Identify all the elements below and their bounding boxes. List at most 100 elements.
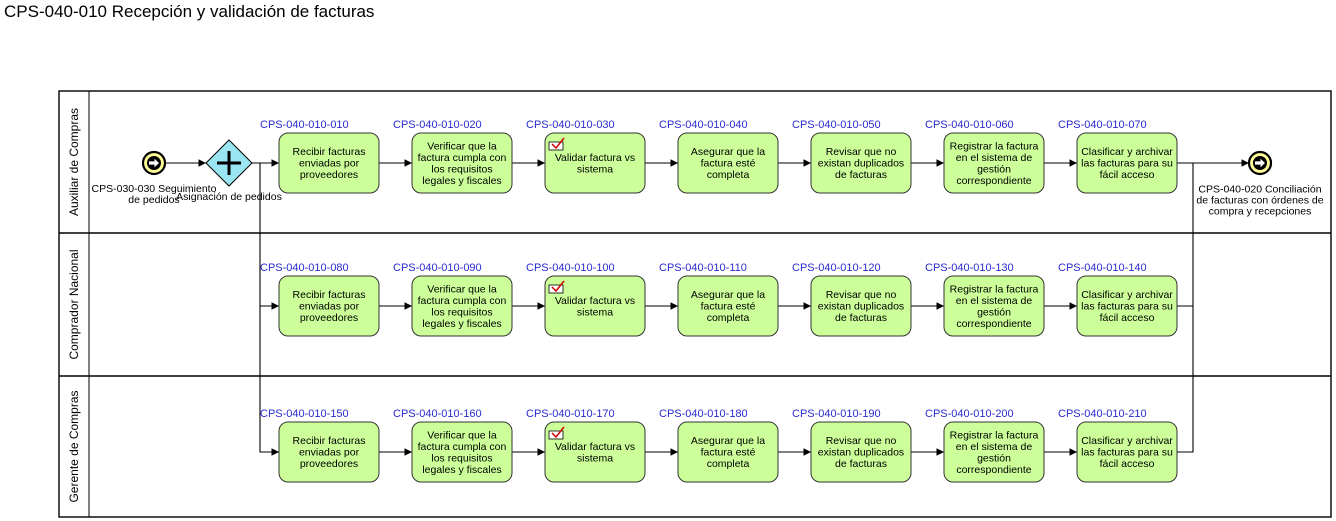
task-name-line: Recibir facturas <box>293 435 366 447</box>
checklist-icon <box>548 426 565 440</box>
sequence-flow <box>1177 163 1194 307</box>
end-event-label-line: CPS-040-020 Conciliación <box>1198 184 1321 196</box>
task-name-line: de facturas <box>835 458 887 470</box>
task-box <box>810 275 912 337</box>
task-id: CPS-040-010-200 <box>925 408 1014 420</box>
task-name-line: en el sistema de <box>956 441 1033 453</box>
task-name-line: existan duplicados <box>818 158 904 170</box>
check-mark <box>551 280 565 293</box>
task-box <box>677 132 779 194</box>
task-name-line: gestión <box>977 163 1011 175</box>
lane-label: Comprador Nacional <box>67 249 81 359</box>
task-name-line: Revisar que no <box>826 146 897 158</box>
task-box <box>1076 275 1178 337</box>
task-name-line: existan duplicados <box>818 301 904 313</box>
task-name-line: fácil acceso <box>1100 169 1155 181</box>
checklist-icon <box>548 137 565 151</box>
task-box <box>278 132 380 194</box>
task-name-line: Validar factura vs <box>555 441 635 453</box>
task-name-line: las facturas para su <box>1081 158 1173 170</box>
gateway-label: Asignación de pedidos <box>176 191 282 203</box>
task-box <box>1076 132 1178 194</box>
task-id: CPS-040-010-110 <box>659 262 747 274</box>
task-name-line: Validar factura vs <box>555 295 635 307</box>
page-title: CPS-040-010 Recepción y validación de fa… <box>4 2 375 21</box>
task-name-line: gestión <box>977 452 1011 464</box>
task-id: CPS-040-010-210 <box>1058 408 1147 420</box>
task-name-line: Asegurar que la <box>691 435 765 447</box>
plus-icon <box>217 151 241 175</box>
task-id: CPS-040-010-120 <box>792 262 881 274</box>
task-name-line: Asegurar que la <box>691 289 765 301</box>
start-event-label-line: de pedidos <box>128 194 179 206</box>
task-name-line: Registrar la factura <box>950 140 1039 152</box>
task-name-line: fácil acceso <box>1100 458 1155 470</box>
arrow-glyph <box>1255 158 1265 168</box>
checklist-box <box>548 284 564 294</box>
task-name-line: Clasificar y archivar <box>1081 146 1173 158</box>
task-box <box>411 421 513 483</box>
task-id: CPS-040-010-050 <box>792 119 881 131</box>
task-name-line: los requisitos <box>431 452 492 464</box>
task-name-line: las facturas para su <box>1081 301 1173 313</box>
task-id: CPS-040-010-170 <box>526 408 615 420</box>
task-name-line: Validar factura vs <box>555 152 635 164</box>
task-name-line: legales y fiscales <box>422 464 501 476</box>
task-id: CPS-040-010-080 <box>260 262 349 274</box>
task-name-line: enviadas por <box>299 158 360 170</box>
task-name-line: correspondiente <box>956 464 1031 476</box>
task-id: CPS-040-010-190 <box>792 408 881 420</box>
task-name-line: correspondiente <box>956 318 1031 330</box>
start-event <box>141 150 167 176</box>
task-name-line: Revisar que no <box>826 289 897 301</box>
checklist-box <box>548 430 564 440</box>
task-id: CPS-040-010-060 <box>925 119 1014 131</box>
task-name-line: de facturas <box>835 312 887 324</box>
task-name-line: legales y fiscales <box>422 175 501 187</box>
task-name-line: factura cumpla con <box>418 152 507 164</box>
task-id: CPS-040-010-040 <box>659 119 748 131</box>
task-name-line: Registrar la factura <box>950 283 1039 295</box>
task-id: CPS-040-010-100 <box>526 262 615 274</box>
task-box <box>544 275 646 337</box>
task-name-line: sistema <box>577 306 613 318</box>
task-name-line: factura esté <box>701 158 756 170</box>
task-name-line: sistema <box>577 163 613 175</box>
task-box <box>810 421 912 483</box>
task-id: CPS-040-010-020 <box>393 119 482 131</box>
task-box <box>278 421 380 483</box>
task-id: CPS-040-010-160 <box>393 408 482 420</box>
task-name-line: Verificar que la <box>427 283 497 295</box>
task-name-line: de facturas <box>835 169 887 181</box>
task-name-line: Recibir facturas <box>293 289 366 301</box>
task-box <box>544 421 646 483</box>
task-name-line: completa <box>707 169 750 181</box>
task-name-line: Recibir facturas <box>293 146 366 158</box>
sequence-flow <box>1177 306 1194 453</box>
task-name-line: factura esté <box>701 301 756 313</box>
task-name-line: en el sistema de <box>956 152 1033 164</box>
task-id: CPS-040-010-130 <box>925 262 1014 274</box>
